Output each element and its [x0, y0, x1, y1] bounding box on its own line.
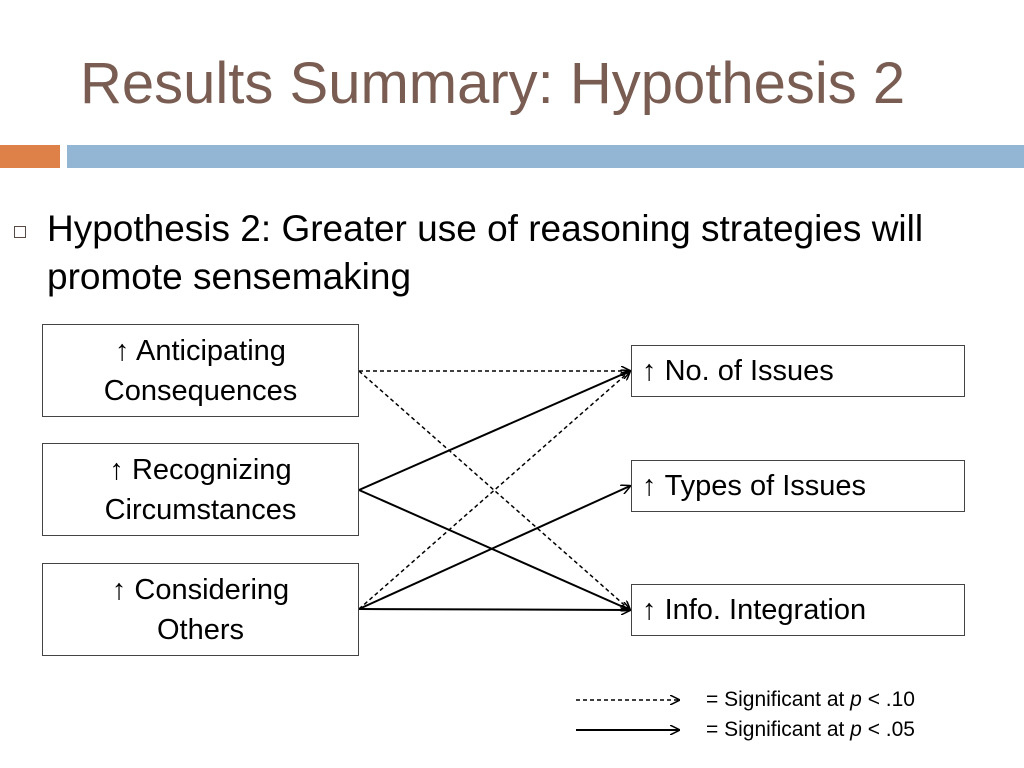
slide-title: Results Summary: Hypothesis 2 [80, 51, 906, 116]
predictor-label-line2: Others [156, 613, 244, 646]
outcome-label: Info. Integration [664, 594, 867, 626]
dashed-path-arrow-4 [358, 371, 630, 610]
predictor-label-line1: Considering [134, 573, 290, 606]
solid-path-arrow-3 [358, 489, 630, 610]
bullet-square-icon [14, 226, 26, 238]
solid-path-arrow-6 [358, 609, 630, 610]
legend-dashed-label: = Significant at p < .10 [706, 688, 915, 711]
up-arrow-icon: ↑ [642, 355, 657, 387]
predictor-label-line1: Recognizing [131, 453, 292, 486]
outcome-types-of-issues: ↑ Types of Issues [631, 460, 965, 512]
accent-bar-orange [0, 145, 60, 168]
predictor-label-line2: Circumstances [104, 493, 297, 526]
predictor-label-line1: Anticipating [136, 334, 286, 367]
dashed-path-arrow-1 [358, 370, 630, 610]
outcome-label: No. of Issues [664, 355, 834, 387]
solid-path-arrow-5 [358, 486, 630, 610]
up-arrow-icon: ↑ [115, 334, 130, 367]
hypothesis-text: Hypothesis 2: Greater use of reasoning s… [47, 208, 924, 297]
predictor-label-line2: Consequences [103, 374, 298, 407]
outcome-info-integration: ↑ Info. Integration [631, 584, 965, 636]
outcome-no-of-issues: ↑ No. of Issues [631, 345, 965, 397]
outcome-label: Types of Issues [664, 470, 867, 502]
up-arrow-icon: ↑ [111, 573, 127, 606]
accent-bar-blue [67, 145, 1024, 168]
up-arrow-icon: ↑ [642, 594, 657, 626]
up-arrow-icon: ↑ [642, 470, 657, 502]
up-arrow-icon: ↑ [109, 453, 124, 486]
legend-solid-label: = Significant at p < .05 [706, 718, 915, 741]
solid-path-arrow-2 [358, 371, 630, 491]
